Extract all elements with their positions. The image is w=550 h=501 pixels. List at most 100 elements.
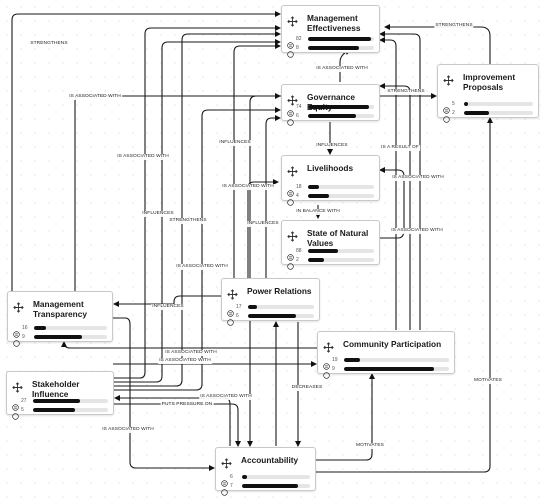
- metric-bar-fill: [242, 475, 248, 479]
- metric-bar: [308, 194, 374, 198]
- edge-assoc-lh-pr[interactable]: [247, 179, 279, 278]
- metric-bar: [248, 314, 314, 318]
- move-icon[interactable]: [12, 380, 23, 393]
- move-icon[interactable]: [13, 300, 24, 313]
- node-title: Livelihoods: [307, 163, 354, 173]
- metric-value: 2: [452, 110, 455, 116]
- edge-label-influences-mt: INFLUENCES: [151, 304, 185, 310]
- node-metric-row: 17: [227, 303, 314, 317]
- metric-value: 7: [230, 483, 233, 489]
- edge-strengthens-top[interactable]: [384, 24, 491, 64]
- equals-circle-icon: [287, 184, 294, 197]
- node-metric-row: 6: [227, 312, 314, 326]
- node-header: Power Relations: [227, 286, 315, 300]
- edge-strengthens-mid[interactable]: [113, 31, 281, 387]
- metric-value: 16: [22, 325, 28, 331]
- edge-label-strengthens-top: STRENGTHENS: [434, 23, 474, 29]
- metric-bar-fill: [464, 111, 489, 115]
- metric-bar: [34, 326, 107, 330]
- move-icon[interactable]: [287, 93, 298, 106]
- node-governance-equity[interactable]: Governance Equity746: [281, 84, 380, 126]
- move-icon[interactable]: [287, 14, 298, 27]
- edge-assoc-right-1[interactable]: [379, 37, 397, 330]
- edge-influences-lh[interactable]: [265, 115, 281, 278]
- metric-bar-fill: [308, 46, 360, 50]
- edge-nv-cp[interactable]: [379, 167, 405, 239]
- edge-puts-pressure[interactable]: [113, 403, 241, 447]
- metric-bar: [308, 105, 374, 109]
- node-metric-row: 7: [221, 482, 310, 496]
- edge-result-of[interactable]: [379, 83, 411, 330]
- metric-value: 74: [296, 104, 302, 110]
- metric-bar: [248, 305, 314, 309]
- edge-label-assoc-si-ac: IS ASSOCIATED WITH: [199, 394, 253, 400]
- edge-assoc-bottom-left[interactable]: [113, 317, 215, 471]
- edge-assoc-left-col[interactable]: [113, 25, 281, 379]
- edge-label-assoc-right-1: IS ASSOCIATED WITH: [391, 175, 445, 181]
- metric-bar-fill: [308, 114, 356, 118]
- metric-value: 4: [296, 193, 299, 199]
- edge-motivates-1[interactable]: [316, 373, 375, 461]
- node-header: State of Natural Values: [287, 228, 375, 248]
- edge-influences-mt[interactable]: [113, 295, 222, 307]
- metric-bar: [308, 249, 374, 253]
- node-metric-row: 82: [287, 35, 374, 49]
- node-title: State of Natural Values: [307, 228, 369, 248]
- node-title: Stakeholder Influence: [32, 379, 80, 399]
- metric-bar: [242, 475, 310, 479]
- edge-label-assoc-mt-ge: IS ASSOCIATED WITH: [68, 94, 122, 100]
- metric-value: 9: [22, 334, 25, 340]
- circle-icon: [12, 407, 19, 420]
- edge-label-motivates-1: MOTIVATES: [355, 443, 385, 449]
- edge-label-influences-lh: INFLUENCES: [246, 221, 280, 227]
- node-title: Power Relations: [247, 286, 312, 296]
- metric-bar: [308, 37, 374, 41]
- edge-influences-pr[interactable]: [233, 43, 281, 278]
- move-icon[interactable]: [227, 287, 238, 300]
- node-title: Improvement Proposals: [463, 72, 516, 92]
- metric-value: 5: [21, 407, 24, 413]
- edge-assoc-right-2[interactable]: [379, 31, 421, 330]
- edge-strengthens-left[interactable]: [11, 11, 281, 293]
- metric-bar: [308, 258, 374, 262]
- metric-bar-fill: [308, 258, 324, 262]
- move-icon[interactable]: [287, 164, 298, 177]
- equals-circle-icon: [443, 101, 450, 114]
- edge-label-decreases: DECREASES: [290, 385, 324, 391]
- node-title: Management Effectiveness: [307, 13, 361, 33]
- node-metric-row: 74: [287, 103, 374, 117]
- metric-value: 6: [236, 313, 239, 319]
- circle-icon: [287, 257, 294, 270]
- edge-motivates-2[interactable]: [316, 117, 493, 473]
- edge-assoc-cp-1[interactable]: [61, 341, 318, 349]
- metric-bar-fill: [34, 335, 83, 339]
- edge-label-strengthens-left: STRENGTHENS: [29, 41, 69, 47]
- metric-bar-fill: [464, 102, 469, 106]
- edge-label-assoc-cp-1: IS ASSOCIATED WITH: [164, 350, 218, 356]
- edge-ge-ac[interactable]: [247, 95, 282, 447]
- edge-label-influences-col: INFLUENCES: [141, 211, 175, 217]
- edge-assoc-mid[interactable]: [113, 107, 281, 391]
- edge-influences-col[interactable]: [113, 39, 281, 383]
- node-metric-row: 18: [287, 183, 374, 197]
- move-icon[interactable]: [323, 340, 334, 353]
- move-icon[interactable]: [287, 229, 298, 242]
- node-metric-row: 27: [12, 397, 108, 411]
- metric-bar: [344, 367, 449, 371]
- move-icon[interactable]: [443, 73, 454, 86]
- move-icon[interactable]: [221, 456, 232, 469]
- metric-value: 19: [332, 357, 338, 363]
- metric-bar-fill: [344, 367, 435, 371]
- metric-bar: [464, 102, 533, 106]
